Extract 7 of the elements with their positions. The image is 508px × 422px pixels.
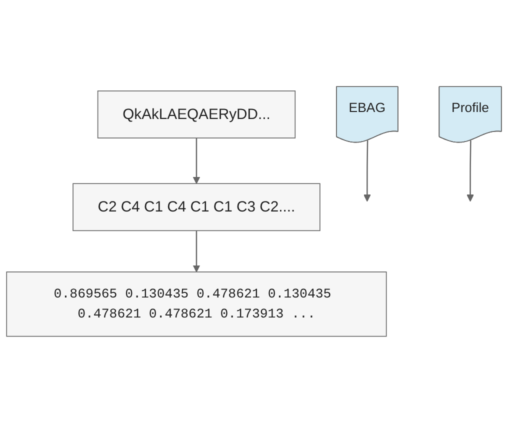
arrow	[192, 230, 200, 272]
node-box: C2 C4 C1 C4 C1 C1 C3 C2....	[72, 182, 320, 231]
arrow	[192, 138, 200, 184]
arrow	[364, 140, 371, 202]
node-box: QkAkLAEQAERyDD...	[97, 90, 296, 138]
node-box: 0.869565 0.130435 0.478621 0.130435 0.478621 0.478621 0.173913 ...	[6, 271, 387, 336]
arrow	[466, 140, 474, 202]
